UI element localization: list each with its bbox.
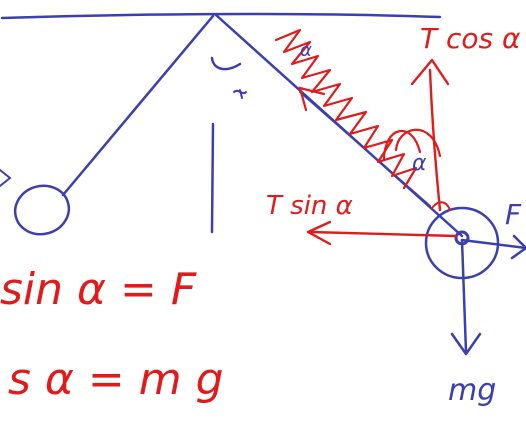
t-sin-arrow-head [306, 220, 332, 246]
t-cos-arrow-head [410, 58, 450, 86]
weight-arrow [460, 238, 468, 354]
equation-1: sin α = F [0, 264, 197, 315]
t-cos-arrow [428, 68, 442, 212]
alpha-mid-label: α [412, 151, 427, 176]
bob-angle-arc [431, 201, 451, 211]
pivot-alpha-mark [233, 89, 247, 99]
left-edge-arrow [0, 169, 12, 187]
right-pendulum-bob [424, 206, 500, 280]
spring-scribble [274, 28, 418, 190]
tension-arrow-head [298, 86, 326, 112]
left-pendulum-bob [13, 184, 71, 236]
weight-label: mg [448, 373, 496, 408]
alpha-top-label: α [300, 40, 312, 61]
ceiling-line [0, 12, 442, 20]
force-f-label: F [505, 198, 522, 231]
left-pendulum-string [61, 14, 215, 197]
equation-2: s α = m g [8, 354, 224, 405]
pivot-angle-arc [210, 56, 242, 71]
weight-arrow-head [450, 332, 482, 356]
t-cos-label: T cos α [420, 22, 521, 55]
red-loop-arcs [382, 128, 442, 162]
force-f-arrow [460, 238, 526, 250]
vertical-reference-line [210, 122, 215, 234]
t-sin-label: T sin α [266, 191, 353, 221]
force-f-arrow-head [510, 234, 526, 260]
t-sin-arrow [308, 230, 458, 238]
right-pendulum-string-double [299, 91, 431, 207]
